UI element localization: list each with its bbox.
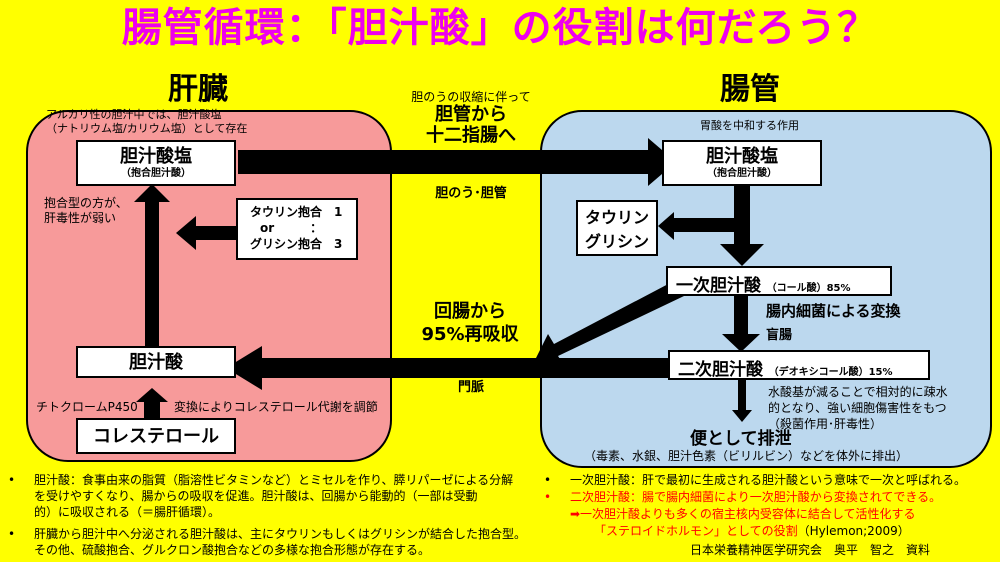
bullet: • xyxy=(544,490,552,504)
arrow-bile-to-salt xyxy=(134,184,170,346)
route-label: 胆のう･胆管 xyxy=(435,186,507,201)
arrow-conj-to-liver xyxy=(176,216,236,250)
bullet: • xyxy=(8,473,16,487)
arrow-primary-to-secondary xyxy=(722,294,760,352)
bacteria-conversion-label: 腸内細菌による変換 xyxy=(766,302,901,320)
steroid-role-line: 「ステロイドホルモン」としての役割（Hylemon;2009） xyxy=(594,523,910,539)
cholesterol-box: コレステロール xyxy=(76,418,236,454)
conversion-note: 変換によりコレステロール代謝を調節 xyxy=(174,400,378,414)
gallbladder-note: 胆のうの収縮に伴って xyxy=(411,90,531,104)
liver-bile-acid-box: 胆汁酸 xyxy=(76,346,236,378)
gut-note-top: 胃酸を中和する作用 xyxy=(700,119,799,132)
citation-text: （Hylemon;2009） xyxy=(797,524,910,538)
arrow-primary-to-reabsorb xyxy=(534,282,684,368)
liver-bile-acid-label: 胆汁酸 xyxy=(129,352,183,373)
liver-bile-salt-sub: （抱合胆汁酸） xyxy=(121,168,191,179)
bullet: • xyxy=(544,473,552,487)
conjugation-or: or ： xyxy=(260,221,323,235)
secondary-definition-text: 二次胆汁酸：腸で腸内細菌により一次胆汁酸から変換されてできる。 xyxy=(570,490,942,504)
cholesterol-label: コレステロール xyxy=(93,426,219,447)
conjugation-taurine: タウリン抱合 1 xyxy=(250,205,343,219)
gut-bile-salt-sub: （抱合胆汁酸） xyxy=(707,168,777,179)
primary-bile-acid-sub: （コール酸）85% xyxy=(766,283,851,294)
arrow-to-taurine xyxy=(658,212,742,240)
liver-heading: 肝臓 xyxy=(168,72,228,107)
credit-line: 日本栄養精神医学研究会 奥平 智之 資料 xyxy=(690,543,931,557)
taurine-glycine-box: タウリン グリシン xyxy=(576,200,658,256)
secondary-bile-acid-sub: （デオキシコール酸）15% xyxy=(768,367,893,378)
primary-bile-acid-box: 一次胆汁酸 （コール酸）85% xyxy=(666,266,892,296)
secondary-bile-acid-box: 二次胆汁酸 （デオキシコール酸）15% xyxy=(668,350,930,380)
cecum-label: 盲腸 xyxy=(766,328,793,343)
conjugation-glycine: グリシン抱合 3 xyxy=(250,237,343,251)
nuclear-receptor-note: ➡一次胆汁酸よりも多くの宿主核内受容体に結合して活性化する xyxy=(570,507,916,521)
primary-bile-acid-label: 一次胆汁酸 xyxy=(676,276,761,296)
gut-bile-salt-label: 胆汁酸塩 xyxy=(706,146,778,167)
bottom-note-2-text: 肝臓から胆汁中へ分泌される胆汁酸は、主にタウリンもしくはグリシンが結合した抱合型… xyxy=(34,527,527,557)
portal-vein-label: 門脈 xyxy=(457,380,484,395)
gut-heading: 腸管 xyxy=(720,72,780,107)
arrow-to-gut-salt xyxy=(238,138,676,186)
conjugation-box: タウリン抱合 1 or ： グリシン抱合 3 xyxy=(236,198,358,260)
enzyme-note: チトクロームP450 xyxy=(36,400,138,414)
excretion-note: （毒素、水銀、胆汁色素（ビリルビン）などを体外に排出） xyxy=(584,449,909,463)
bullet: • xyxy=(8,527,16,541)
arrow-to-excretion xyxy=(732,378,752,422)
secondary-bile-acid-label: 二次胆汁酸 xyxy=(678,360,763,380)
arrow-to-bile-acid xyxy=(226,346,668,390)
steroid-role-text: 「ステロイドホルモン」としての役割 xyxy=(594,524,798,538)
reabsorb-label: 回腸から 95%再吸収 xyxy=(421,301,519,345)
arrow-chol-to-bile xyxy=(136,388,168,418)
excretion-label: 便として排泄 xyxy=(690,429,792,449)
to-duodenum-label: 胆管から 十二指腸へ xyxy=(426,104,516,146)
primary-definition-text: 一次胆汁酸：肝で最初に生成される胆汁酸という意味で一次と呼ばれる。 xyxy=(570,473,967,487)
bottom-note-1-text: 胆汁酸：食事由来の脂質（脂溶性ビタミンなど）とミセルを作り、膵リパーゼによる分解… xyxy=(34,473,514,519)
liver-bile-salt-box: 胆汁酸塩 （抱合胆汁酸） xyxy=(76,140,236,186)
liver-note-top: アルカリ性の胆汁中では、胆汁酸塩 （ナトリウム塩/カリウム塩）として存在 xyxy=(46,108,248,135)
hydroxyl-note: 水酸基が減ることで相対的に疎水 的となり、強い細胞傷害性をもつ （殺菌作用･肝毒… xyxy=(768,385,948,431)
page-title: 腸管循環：「胆汁酸」の役割は何だろう？ xyxy=(121,5,879,51)
conjugation-note: 抱合型の方が、 肝毒性が弱い xyxy=(44,196,128,225)
liver-bile-salt-label: 胆汁酸塩 xyxy=(120,146,192,167)
gut-bile-salt-box: 胆汁酸塩 （抱合胆汁酸） xyxy=(662,140,822,186)
